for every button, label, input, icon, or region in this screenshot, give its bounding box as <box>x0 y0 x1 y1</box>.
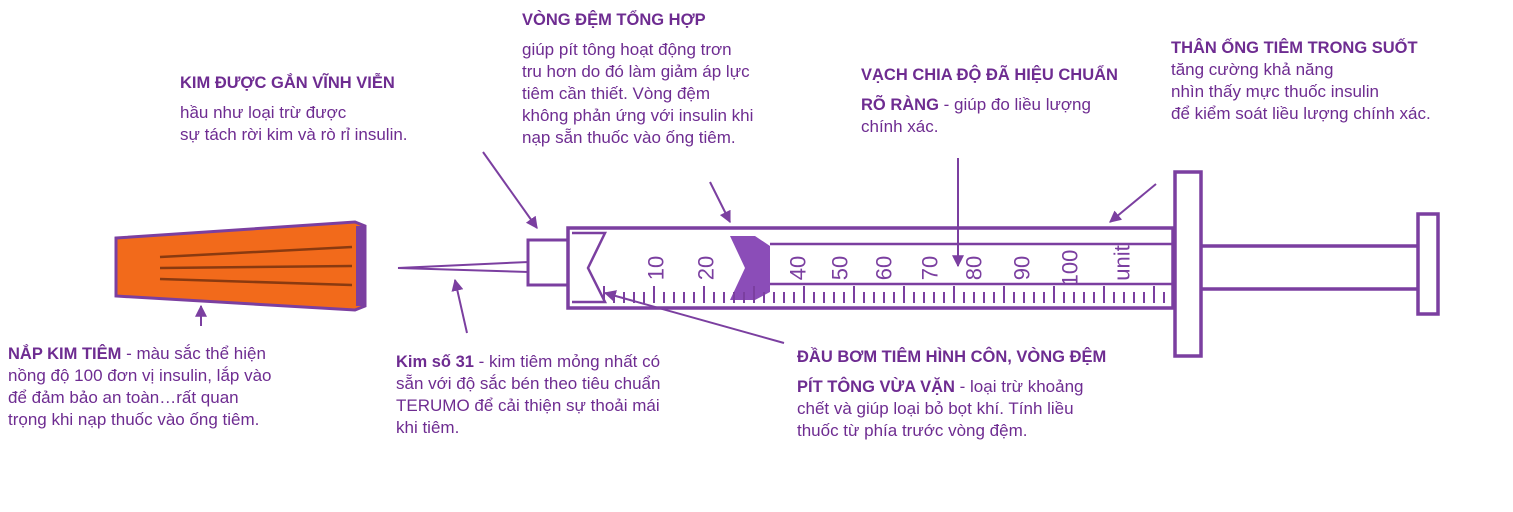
scale-number: 100 <box>1058 250 1083 287</box>
label-gasket-title: VÒNG ĐỆM TỔNG HỢP <box>522 11 706 29</box>
label-needle-line: sự tách rời kim và rò rỉ insulin. <box>180 125 408 144</box>
syringe-barrel: 10 20 40 50 60 70 80 90 100 unit <box>566 226 1175 310</box>
label-barrel-line: nhìn thấy mực thuốc insulin <box>1171 82 1379 101</box>
label-tip-title: ĐẦU BƠM TIÊM HÌNH CÔN, VÒNG ĐỆM <box>797 348 1107 366</box>
label-scale-line: chính xác. <box>861 117 939 136</box>
scale-number: 70 <box>918 256 943 280</box>
arrow-gauge <box>451 278 468 334</box>
arrow-barrel <box>1109 183 1157 223</box>
label-gasket-line: không phản ứng với insulin khi <box>522 106 754 125</box>
label-tip-title2: PÍT TÔNG VỪA VẶN <box>797 378 955 396</box>
label-scale-rest: - giúp đo liều lượng <box>938 95 1091 114</box>
leader-arrows <box>195 151 1157 344</box>
scale-numbers: 10 20 40 50 60 70 80 90 100 unit <box>644 245 1135 286</box>
label-gauge-title: Kim số 31 <box>396 353 474 371</box>
scale-number: 60 <box>872 256 897 280</box>
label-gasket-line: nạp sẵn thuốc vào ống tiêm. <box>522 128 736 147</box>
label-tip-rest: - loại trừ khoảng <box>954 377 1084 396</box>
scale-number: 50 <box>828 256 853 280</box>
plunger-rod <box>1201 212 1440 316</box>
label-scale-title: VẠCH CHIA ĐỘ ĐÃ HIỆU CHUẨN <box>861 66 1118 84</box>
label-barrel: THÂN ỐNG TIÊM TRONG SUỐT tăng cường khả … <box>1171 37 1431 125</box>
label-barrel-title: THÂN ỐNG TIÊM TRONG SUỐT <box>1171 39 1418 57</box>
label-scale-title2: RÕ RÀNG <box>861 96 939 114</box>
label-cap-line: trọng khi nạp thuốc vào ống tiêm. <box>8 410 260 429</box>
label-gasket-line: tru hơn do đó làm giảm áp lực <box>522 62 750 81</box>
scale-number: 20 <box>694 256 719 280</box>
needle-cap <box>114 220 367 312</box>
scale-number: 10 <box>644 256 669 280</box>
unit-label: unit <box>1110 245 1135 280</box>
arrow-tip <box>603 290 785 344</box>
label-cap-title: NẮP KIM TIÊM <box>8 345 122 363</box>
scale-number: 40 <box>786 256 811 280</box>
plunger-gasket <box>730 236 770 300</box>
label-gauge-line: sẵn với độ sắc bén theo tiêu chuẩn <box>396 374 661 393</box>
label-cap: NẮP KIM TIÊM - màu sắc thể hiện nồng độ … <box>8 343 272 431</box>
label-needle-title: KIM ĐƯỢC GẮN VĨNH VIỄN <box>180 74 395 92</box>
label-gasket-line: giúp pít tông hoạt động trơn <box>522 40 732 59</box>
label-gasket-line: tiêm cần thiết. Vòng đệm <box>522 84 711 103</box>
label-gauge-line: khi tiêm. <box>396 418 460 437</box>
label-tip-line: thuốc từ phía trước vòng đệm. <box>797 421 1028 440</box>
label-cap-line: nồng độ 100 đơn vị insulin, lắp vào <box>8 366 272 385</box>
needle <box>397 260 529 274</box>
label-barrel-line: để kiểm soát liều lượng chính xác. <box>1171 104 1431 123</box>
label-tip-line: chết và giúp loại bỏ bọt khí. Tính liều <box>797 399 1074 418</box>
scale-number: 90 <box>1010 256 1035 280</box>
label-needle-line: hầu như loại trừ được <box>180 103 347 122</box>
label-gauge: Kim số 31 - kim tiêm mỏng nhất có sẵn vớ… <box>396 351 660 439</box>
label-barrel-line: tăng cường khả năng <box>1171 60 1334 79</box>
label-gauge-rest: - kim tiêm mỏng nhất có <box>473 352 661 371</box>
label-scale: VẠCH CHIA ĐỘ ĐÃ HIỆU CHUẨN RÕ RÀNG - giú… <box>861 64 1118 138</box>
label-tip: ĐẦU BƠM TIÊM HÌNH CÔN, VÒNG ĐỆM PÍT TÔNG… <box>797 346 1106 442</box>
label-gasket: VÒNG ĐỆM TỔNG HỢP giúp pít tông hoạt độn… <box>522 9 753 149</box>
arrow-needle <box>482 151 538 229</box>
arrow-gasket <box>709 181 731 224</box>
label-cap-rest: - màu sắc thể hiện <box>121 344 266 363</box>
label-cap-line: để đảm bảo an toàn…rất quan <box>8 388 239 407</box>
label-needle: KIM ĐƯỢC GẮN VĨNH VIỄN hầu như loại trừ … <box>180 72 408 146</box>
finger-flange <box>1173 170 1203 358</box>
scale-number: 80 <box>962 256 987 280</box>
needle-hub <box>526 238 570 287</box>
label-gauge-line: TERUMO để cải thiện sự thoải mái <box>396 396 660 415</box>
